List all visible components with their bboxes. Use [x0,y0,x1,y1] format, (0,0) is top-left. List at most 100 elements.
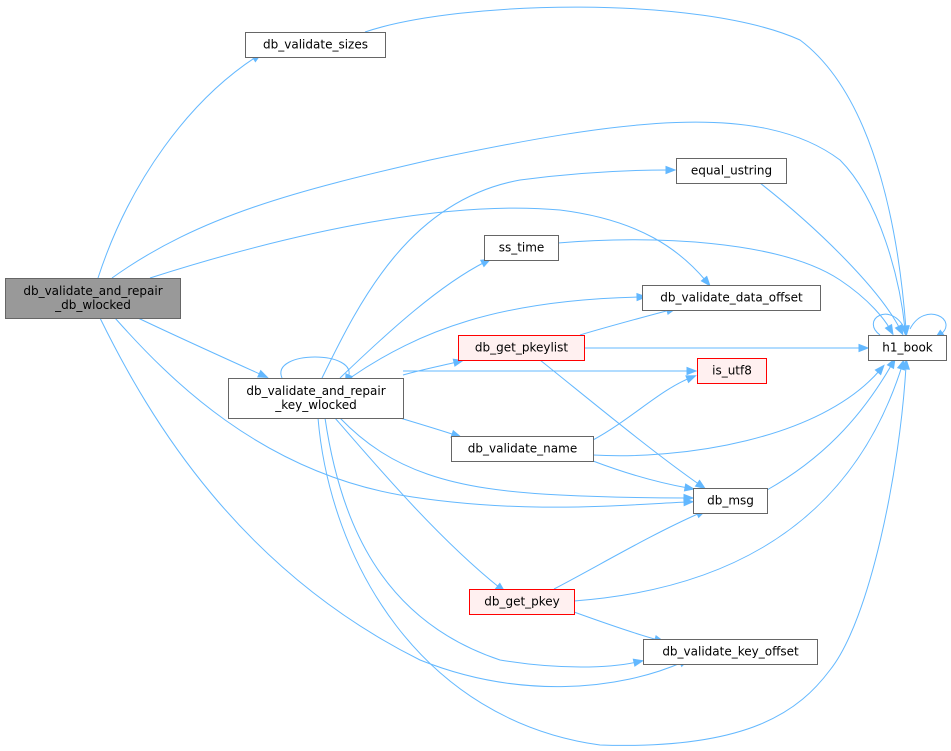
edge-key-wlocked-to-key-offset [324,417,645,668]
node-validate-name[interactable]: db_validate_name [451,436,594,462]
arrowhead [694,479,707,490]
edge-get-pkey-to-key-offset [573,611,666,644]
node-box [676,158,787,184]
node-label: db_get_pkey [484,595,560,609]
edge-line [592,377,691,441]
arrowhead [683,493,695,503]
node-label: db_validate_and_repair [246,384,385,398]
node-ss-time[interactable]: ss_time [484,235,559,261]
node-data-offset[interactable]: db_validate_data_offset [642,285,821,311]
node-box [245,32,386,58]
edge-key-wlocked-to-equal-ustring [321,165,677,379]
node-box [228,378,404,419]
edge-key-wlocked-to-get-pkeylist [402,358,465,376]
edge-line [317,365,907,746]
edge-get-pkeylist-to-db-msg [539,359,707,490]
node-box [5,278,181,319]
node-sizes[interactable]: db_validate_sizes [245,32,386,58]
edge-line [592,369,881,457]
edge-line [339,417,688,499]
node-box [642,285,821,311]
node-key-wlocked[interactable]: db_validate_and_repair_key_wlocked [228,378,404,419]
arrowhead [894,323,904,336]
edge-get-pkeylist-to-h1-book [584,343,870,353]
node-label: h1_book [882,341,933,355]
edge-line [402,361,458,376]
edge-get-pkey-to-db-msg [553,510,707,590]
node-label: db_validate_key_offset [662,645,799,659]
node-label: db_validate_name [468,442,577,456]
arrowhead [884,323,894,336]
node-box [458,335,585,361]
edge-get-pkeylist-to-data-offset [579,306,678,336]
edge-line [557,239,891,330]
edge-validate-name-to-h1-book [592,364,885,457]
node-label: db_msg [707,494,754,508]
node-label: ss_time [499,241,545,255]
edge-line [592,460,689,489]
node-label: db_validate_data_offset [660,291,803,305]
node-key-offset[interactable]: db_validate_key_offset [643,639,818,665]
edge-line [334,417,501,589]
edge-h1-book-to-h1-book [872,313,947,340]
edge-line [872,313,947,336]
edge-line [349,296,641,379]
function-nodes: db_validate_and_repair_db_wlockeddb_vali… [5,32,947,665]
edge-line [137,317,263,376]
node-box [868,335,947,361]
edge-validate-name-to-is-utf8 [592,375,697,441]
arrowhead [896,358,905,371]
node-label: _db_wlocked [54,298,131,312]
edge-get-pkey-to-h1-book [573,358,905,602]
edge-ss-time-to-h1-book [557,239,894,336]
edge-equal-ustring-to-h1-book [759,182,904,336]
edge-root-to-key-offset [99,317,690,688]
arrowhead [700,275,711,287]
edge-key-wlocked-to-db-msg [339,417,695,503]
edge-line [579,309,671,336]
arrowhead [874,364,885,376]
edge-line [553,512,701,590]
arrowhead [683,483,696,492]
edge-line [280,356,350,379]
edge-line [97,56,257,279]
node-box [643,639,818,665]
edge-key-wlocked-to-validate-name [399,417,463,438]
node-label: db_get_pkeylist [475,341,568,355]
edge-key-wlocked-to-h1-book [317,358,911,746]
node-get-pkeylist[interactable]: db_get_pkeylist [458,335,585,361]
arrowhead [257,369,269,379]
edge-line [99,317,684,688]
edge-line [114,317,688,508]
edge-line [766,363,893,491]
edge-validate-name-to-db-msg [592,460,696,492]
edge-root-to-key-wlocked [137,317,269,379]
arrowhead [686,366,698,376]
edge-line [364,6,907,330]
node-equal-ustring[interactable]: equal_ustring [676,158,787,184]
node-box [693,488,768,514]
call-edges [97,6,947,746]
node-box [451,436,594,462]
node-label: _key_wlocked [274,398,357,412]
node-h1-book[interactable]: h1_book [868,335,947,361]
node-get-pkey[interactable]: db_get_pkey [469,589,575,615]
edge-line [573,365,903,602]
edge-line [321,169,670,379]
node-box [469,589,575,615]
node-db-msg[interactable]: db_msg [693,488,768,514]
edge-line [399,417,456,436]
edge-root-to-data-offset [149,207,711,287]
arrowhead [632,658,645,667]
edge-line [111,121,906,330]
edge-root-to-sizes [97,52,263,279]
node-label: db_validate_sizes [263,38,368,52]
node-box [697,358,767,384]
node-is-utf8[interactable]: is_utf8 [697,358,767,384]
arrowhead [636,292,648,302]
edge-line [324,417,638,668]
arrowhead [685,375,697,384]
arrowhead [858,343,870,353]
node-label: db_validate_and_repair [23,284,162,298]
node-root[interactable]: db_validate_and_repair_db_wlocked [5,278,181,319]
